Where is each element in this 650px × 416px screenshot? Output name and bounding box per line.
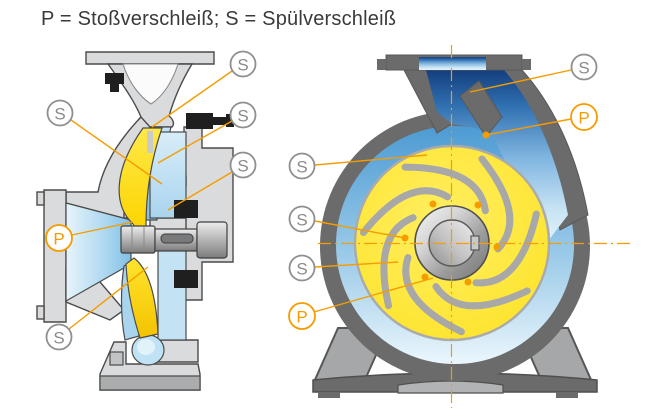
wear-label-letter: S [578, 59, 589, 78]
wear-label-s: S [229, 50, 257, 78]
left-labels: S S S S P S [45, 50, 257, 351]
flange-bolt [105, 73, 124, 84]
wear-label-s: S [288, 254, 316, 282]
centerlines [318, 45, 632, 408]
wear-label-letter: S [237, 56, 248, 75]
impeller-nut [120, 225, 156, 254]
casing-stud [186, 113, 213, 129]
wear-label-letter: S [54, 105, 65, 124]
wear-label-s: S [46, 99, 74, 127]
right-leader-lines [313, 69, 572, 313]
wear-label-letter: P [296, 308, 307, 327]
wear-label-s: S [229, 151, 257, 179]
wear-label-letter: P [578, 109, 589, 128]
right-labels: S P S S S P [288, 53, 598, 330]
wear-label-letter: S [237, 157, 248, 176]
left-leader-lines [68, 70, 233, 330]
wear-label-letter: S [237, 107, 248, 126]
left-pump-axial-section: S S S S P S [36, 50, 257, 391]
impeller-vanes [359, 155, 540, 336]
left-pump-foot [99, 341, 201, 391]
discharge-flange-side [85, 51, 215, 65]
wear-label-letter: S [296, 260, 307, 279]
discharge-opening [122, 63, 179, 105]
shaft-seal-lower [174, 270, 198, 288]
left-shaft-assembly [120, 200, 228, 288]
right-pump-radial-section: S P S S S P [288, 45, 632, 408]
wear-label-s: S [229, 101, 257, 129]
wear-label-s: S [45, 323, 73, 351]
discharge-flange-front [377, 54, 531, 71]
left-pump-bolts [105, 73, 234, 129]
wear-label-letter: P [53, 230, 64, 249]
shaft-coupling-end [196, 221, 228, 259]
wear-label-letter: S [296, 211, 307, 230]
wear-label-s: S [288, 152, 316, 180]
cutwater-tongue [459, 80, 503, 138]
wear-label-s: S [288, 205, 316, 233]
wear-label-p: P [570, 103, 598, 131]
diagram-title: P = Stoßverschleiß; S = Spülverschleiß [41, 8, 397, 30]
shaft-seal-upper [174, 200, 198, 218]
wear-label-p: P [45, 224, 73, 252]
wear-label-p: P [288, 302, 316, 330]
shaft-keyway [160, 233, 194, 244]
wear-label-letter: S [53, 329, 64, 348]
wear-label-s: S [570, 53, 598, 81]
suction-flange [43, 189, 67, 323]
wear-label-letter: S [296, 158, 307, 177]
